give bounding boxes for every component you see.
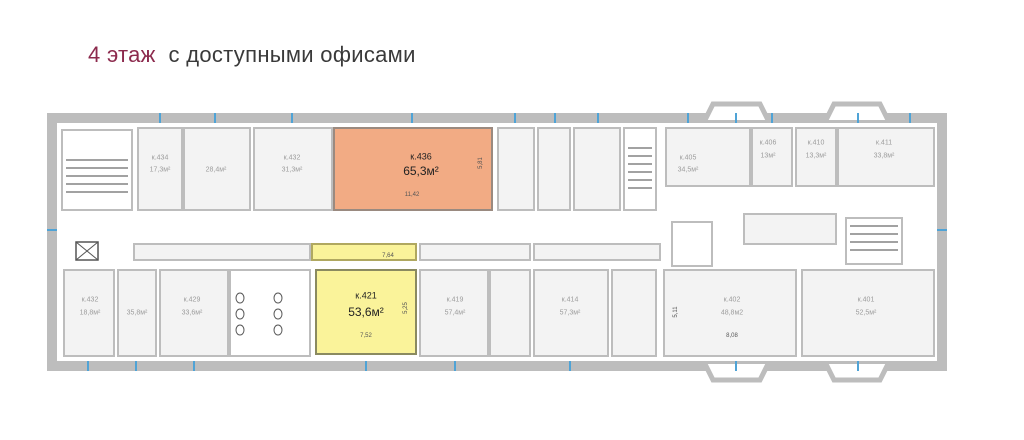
room-k405-area: 34,5м² (677, 166, 699, 174)
toilet-icon (273, 292, 283, 304)
room-k406-area: 13м² (760, 152, 776, 160)
room-k401-area: 52,5м² (855, 309, 877, 317)
room-k421-dim-width: 7,52 (360, 333, 372, 339)
stair-right-2 (845, 217, 903, 265)
room-k402-area: 48,8м2 (720, 309, 744, 317)
strip-dim: 7,64 (382, 253, 394, 259)
toilet-icon (235, 292, 245, 304)
stair-mid (623, 127, 657, 211)
room-k411-name: к.411 (875, 139, 893, 147)
room-top-c (573, 127, 621, 211)
room-k414-name: к.414 (561, 296, 579, 304)
bay-window-top-left (702, 101, 771, 122)
room-k434 (137, 127, 183, 211)
toilet-icon (273, 324, 283, 336)
room-k414-area: 57,3м² (559, 309, 581, 317)
room-k401-name: к.401 (857, 296, 875, 304)
stair-left (61, 129, 133, 211)
room-k432top-area: 31,3м² (281, 166, 303, 174)
room-358 (117, 269, 157, 357)
toilet-icon (235, 308, 245, 320)
room-k434-area: 17,3м² (149, 166, 171, 174)
room-k421-area[interactable]: 53,6м² (348, 305, 384, 319)
room-bottom-a (489, 269, 531, 357)
room-k436-dim-height: 5,81 (478, 157, 484, 169)
strip-yellow (311, 243, 417, 261)
stair-right (671, 221, 713, 267)
room-k436-name[interactable]: к.436 (410, 151, 432, 162)
strip-4 (533, 243, 661, 261)
room-k429 (159, 269, 229, 357)
room-k410-area: 13,3м² (805, 152, 827, 160)
room-k432top-name: к.432 (283, 154, 301, 162)
room-k402-dim-width: 8,08 (726, 333, 738, 339)
toilet-icon (273, 308, 283, 320)
room-284 (183, 127, 251, 211)
page-title: 4 этаж с доступными офисами (88, 42, 416, 68)
room-k419-name: к.419 (446, 296, 464, 304)
floor-subtitle: с доступными офисами (168, 42, 416, 67)
room-k405-name: к.405 (679, 154, 697, 162)
bay-window-bottom-right (823, 362, 891, 383)
room-k421-shape (315, 269, 417, 355)
bay-window-top-right (823, 101, 891, 122)
room-k432 (63, 269, 115, 357)
room-k421-dim-height: 5,25 (403, 302, 409, 314)
room-k401 (801, 269, 935, 357)
room-k410-name: к.410 (807, 139, 825, 147)
room-k406-name: к.406 (759, 139, 777, 147)
room-k402-dim-height: 5,11 (673, 306, 679, 318)
strip-3 (419, 243, 531, 261)
floor-number: 4 этаж (88, 42, 156, 67)
room-k414 (533, 269, 609, 357)
bay-window-bottom-left (702, 362, 771, 383)
room-k405 (665, 127, 751, 187)
room-k402 (663, 269, 797, 357)
room-k436-area[interactable]: 65,3м² (403, 164, 439, 178)
room-k432-area: 18,8м² (79, 309, 101, 317)
room-k429-name: к.429 (183, 296, 201, 304)
room-k402-name: к.402 (723, 296, 741, 304)
strip-1 (133, 243, 311, 261)
room-top-a (497, 127, 535, 211)
room-k436-dim-width: 11,42 (404, 192, 420, 198)
room-k411 (837, 127, 935, 187)
service-block (743, 213, 837, 245)
room-284-area: 28,4м² (205, 166, 227, 174)
room-bottom-b (611, 269, 657, 357)
room-k411-area: 33,8м² (873, 152, 895, 160)
room-k432-top (253, 127, 333, 211)
room-k429-area: 33,6м² (181, 309, 203, 317)
room-358-area: 35,8м² (126, 309, 148, 317)
room-k410 (795, 127, 837, 187)
room-k421-name[interactable]: к.421 (355, 290, 377, 301)
room-k419-area: 57,4м² (444, 309, 466, 317)
room-k406 (751, 127, 793, 187)
toilet-icon (235, 324, 245, 336)
room-k419 (419, 269, 489, 357)
room-top-b (537, 127, 571, 211)
room-k434-name: к.434 (151, 154, 169, 162)
room-k432-name: к.432 (81, 296, 99, 304)
room-k436-shape (333, 127, 493, 211)
